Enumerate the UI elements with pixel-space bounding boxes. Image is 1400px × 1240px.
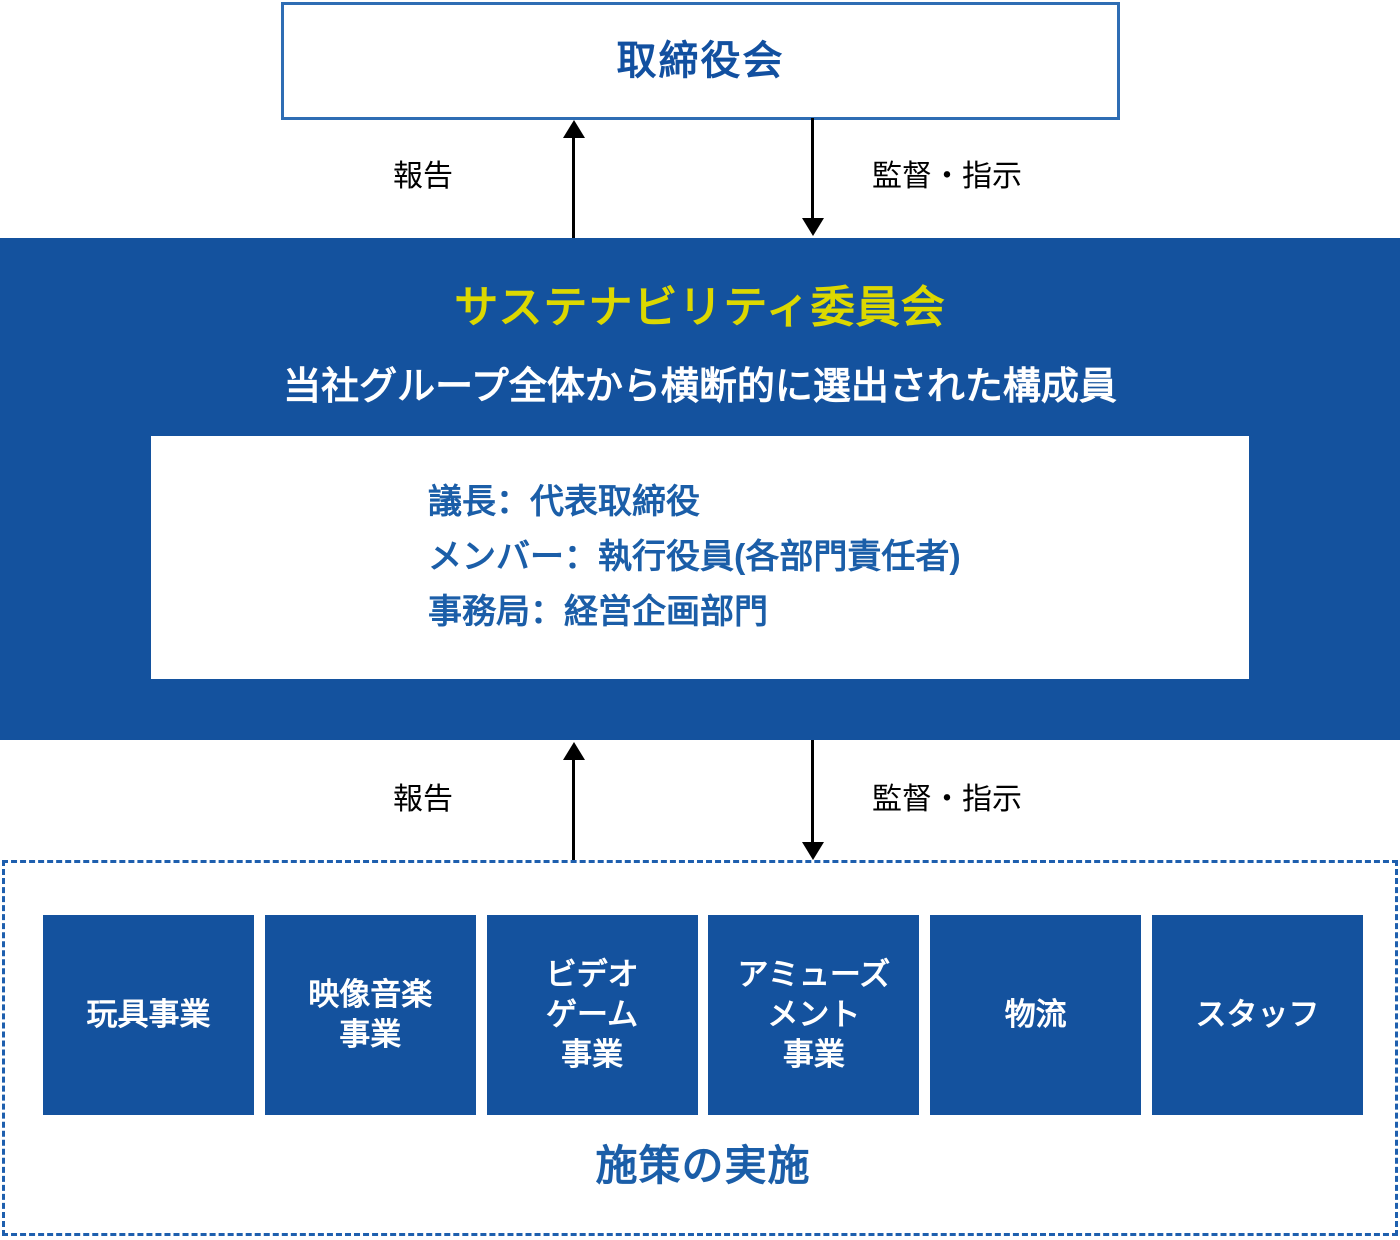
flow-arrows-board-committee: 報告 監督・指示 — [0, 118, 1400, 238]
division-box-logistics[interactable]: 物流 — [930, 915, 1142, 1115]
supervise-arrowhead-down-top — [802, 218, 824, 236]
division-box-toy[interactable]: 玩具事業 — [43, 915, 254, 1115]
supervise-arrow-line-bottom — [811, 740, 814, 842]
divisions-dashed-container: 玩具事業 映像音楽 事業 ビデオ ゲーム 事業 アミューズ メント 事業 物流 … — [2, 860, 1398, 1236]
committee-role-members: メンバー：執行役員(各部門責任者) — [428, 537, 961, 576]
division-box-staff[interactable]: スタッフ — [1151, 915, 1363, 1115]
report-arrow-line-top — [572, 136, 575, 238]
divisions-row: 玩具事業 映像音楽 事業 ビデオ ゲーム 事業 アミューズ メント 事業 物流 … — [43, 915, 1363, 1115]
committee-membership-box: 議長：代表取締役 メンバー：執行役員(各部門責任者) 事務局：経営企画部門 — [151, 436, 1249, 679]
supervise-label-top: 監督・指示 — [872, 160, 1022, 193]
report-arrowhead-up-bottom — [563, 742, 585, 760]
supervise-arrowhead-down-bottom — [802, 842, 824, 860]
supervise-label-bottom: 監督・指示 — [872, 783, 1022, 816]
sustainability-committee-subtitle: 当社グループ全体から横断的に選出された構成員 — [283, 366, 1117, 408]
division-box-amusement[interactable]: アミューズ メント 事業 — [708, 915, 920, 1115]
committee-role-secretariat: 事務局：経営企画部門 — [428, 593, 768, 632]
board-of-directors-label: 取締役会 — [616, 39, 785, 83]
report-label-top: 報告 — [393, 160, 453, 193]
report-label-bottom: 報告 — [393, 783, 453, 816]
committee-role-chair: 議長：代表取締役 — [428, 482, 700, 521]
board-of-directors-box: 取締役会 — [281, 2, 1120, 120]
division-box-video-game[interactable]: ビデオ ゲーム 事業 — [486, 915, 698, 1115]
supervise-arrow-line-top — [811, 118, 814, 218]
divisions-caption: 施策の実施 — [595, 1142, 811, 1189]
division-box-visual-music[interactable]: 映像音楽 事業 — [264, 915, 476, 1115]
flow-arrows-committee-divisions: 報告 監督・指示 — [0, 740, 1400, 862]
sustainability-committee-band: サステナビリティ委員会 当社グループ全体から横断的に選出された構成員 議長：代表… — [0, 238, 1400, 740]
sustainability-committee-title: サステナビリティ委員会 — [454, 283, 946, 332]
report-arrowhead-up-top — [563, 120, 585, 138]
report-arrow-line-bottom — [572, 758, 575, 862]
